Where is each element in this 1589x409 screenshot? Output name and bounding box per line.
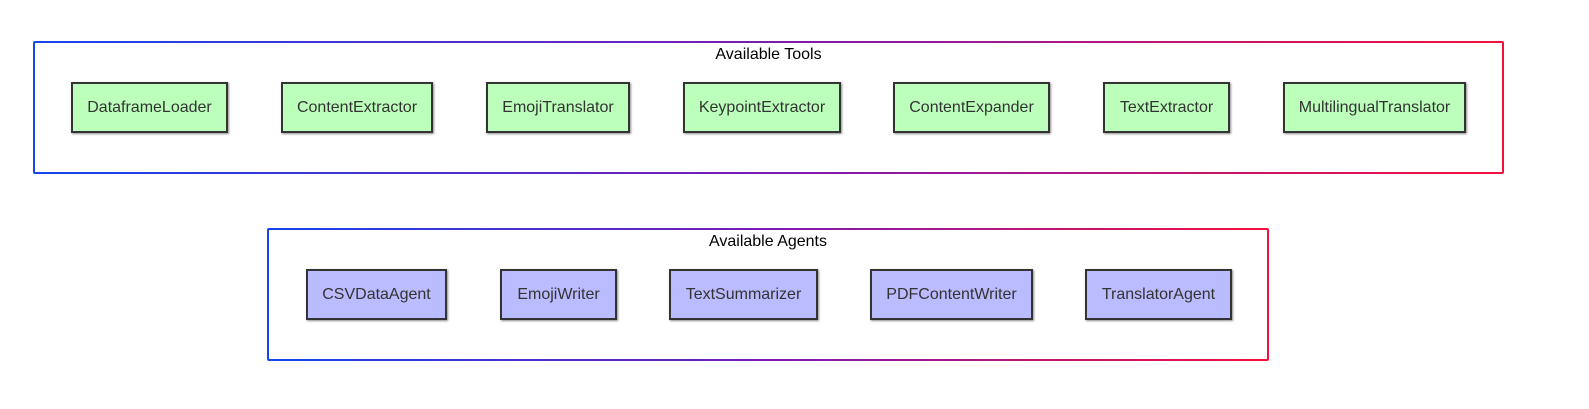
tools-group-title: Available Tools [715, 46, 822, 63]
tools-group: Available Tools DataframeLoader ContentE… [33, 41, 1504, 174]
agents-group-title: Available Agents [708, 233, 827, 250]
tool-node-emojitranslator[interactable]: EmojiTranslator [486, 82, 630, 133]
agent-node-translatoragent[interactable]: TranslatorAgent [1085, 269, 1232, 320]
tool-node-textextractor[interactable]: TextExtractor [1103, 82, 1230, 133]
tool-node-contentexpander[interactable]: ContentExpander [893, 82, 1050, 133]
agent-node-csvdataagent[interactable]: CSVDataAgent [306, 269, 447, 320]
tool-node-keypointextractor[interactable]: KeypointExtractor [683, 82, 841, 133]
agent-node-pdfcontentwriter[interactable]: PDFContentWriter [870, 269, 1033, 320]
tool-node-dataframeloader[interactable]: DataframeLoader [71, 82, 228, 133]
tool-node-multilingualtranslator[interactable]: MultilingualTranslator [1283, 82, 1466, 133]
agents-group: Available Agents CSVDataAgent EmojiWrite… [267, 228, 1269, 361]
tool-node-contentextractor[interactable]: ContentExtractor [281, 82, 433, 133]
agent-node-emojiwriter[interactable]: EmojiWriter [500, 269, 617, 320]
agent-node-textsummarizer[interactable]: TextSummarizer [669, 269, 818, 320]
